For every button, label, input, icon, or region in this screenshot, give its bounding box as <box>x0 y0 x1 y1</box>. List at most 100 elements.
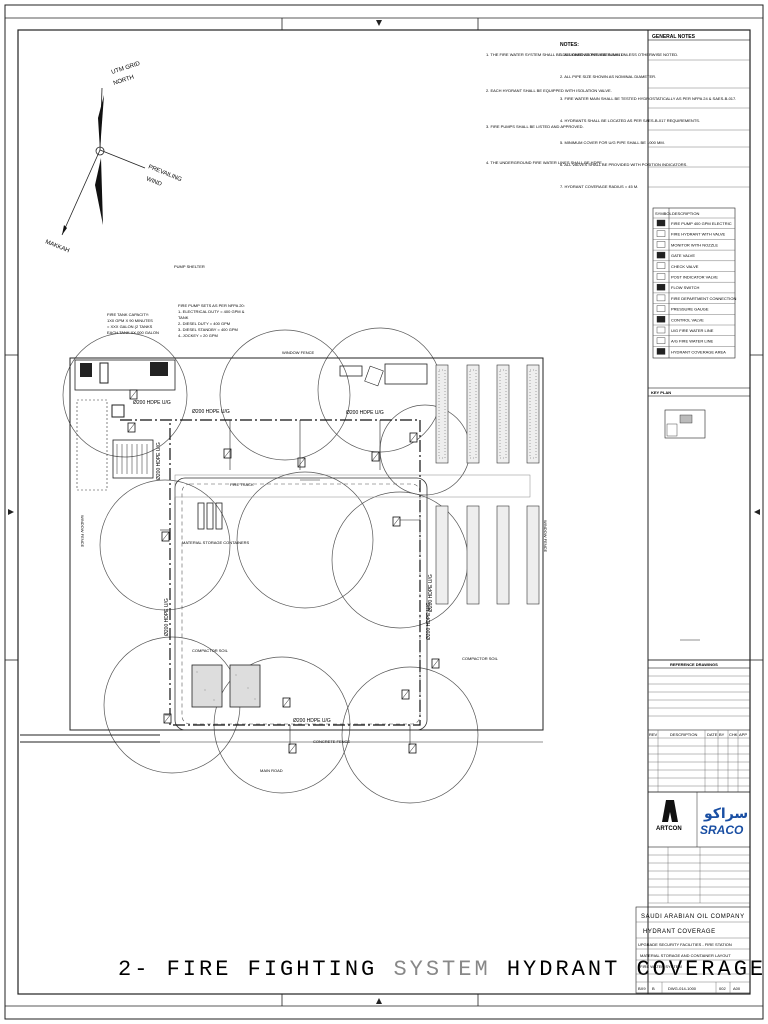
legend-row-label: MONITOR WITH NOZZLE <box>671 242 718 247</box>
fire-pump-note: 3- DIESEL STANDBY = 400 GPM <box>178 327 238 332</box>
fire-pump-note: 4- JOCKEY = 20 GPM <box>178 333 218 338</box>
compactor-pile <box>229 664 261 708</box>
pump-unit <box>150 362 168 376</box>
fire-tank-note: = XXX GALON (2 TANKS <box>107 324 153 329</box>
north-compass: UTM GRID NORTH PREVAILING WIND MAKKAH <box>44 61 183 255</box>
compactor-pile <box>191 664 223 708</box>
hydrant-icon <box>409 432 418 443</box>
legend-row-label: HYDRANT COVERAGE AREA <box>671 349 726 354</box>
legend-symbol <box>656 262 666 269</box>
legend-symbol <box>656 284 666 291</box>
legend-row-label: FIRE DEPARTMENT CONNECTION <box>671 296 736 301</box>
side-note-item: 4. THE UNDERGROUND FIRE WATER LINES SHAL… <box>486 160 603 165</box>
material-storage-label: MATERIAL STORAGE CONTAINERS <box>182 540 250 545</box>
rev-header-chk: CHK <box>729 732 738 737</box>
pipe-label: Ø200 HDPE U/G <box>156 442 162 480</box>
hydrant-icon <box>288 743 297 754</box>
fire-pump-note: FIRE PUMP SETS AS PER NFPA 20: <box>178 303 245 308</box>
compass-wind-label-2: WIND <box>145 176 163 188</box>
coverage-circle <box>219 329 351 461</box>
legend-row-label: PRESSURE GAUGE <box>671 307 709 312</box>
legend-symbol <box>656 241 666 248</box>
note-item: 1. ALL DIMENSIONS ARE IN MM UNLESS OTHER… <box>560 52 678 57</box>
compactor-label: COMPACTOR SOIL <box>192 648 229 653</box>
coverage-circle <box>341 666 479 804</box>
owner-logo: SRACO <box>700 823 744 837</box>
reference-drawings-header: REFERENCE DRAWINGS <box>670 662 718 667</box>
side-note-item: 3. FIRE PUMPS SHALL BE LISTED AND APPROV… <box>486 124 584 129</box>
guard-house <box>339 365 363 377</box>
hydrant-icon <box>401 689 410 700</box>
key-plan-header: KEY PLAN <box>651 390 671 395</box>
legend-header-symbol: SYMBOL <box>655 211 672 216</box>
zone-ticks <box>5 17 763 1007</box>
legend-symbol <box>656 294 666 302</box>
hydrant-icon <box>297 457 306 468</box>
center-mark-bottom <box>376 998 382 1004</box>
fire-track-outer <box>174 477 428 731</box>
legend-row-label: POST INDICATOR VALVE <box>671 275 718 280</box>
contractor-name: ARTCON <box>656 826 682 832</box>
main-road-label: MAIN ROAD <box>260 768 283 773</box>
fire-tank-note: FIRE TANK CAPACITY: <box>107 312 149 317</box>
sheet-title: HYDRANT COVERAGE <box>643 929 716 935</box>
hydrant-icon <box>163 713 172 724</box>
coverage-circle <box>62 332 188 458</box>
sraco-logo: سراكو SRACO <box>700 805 748 837</box>
drawing-title: 2- FIRE FIGHTING SYSTEM HYDRANT COVERAGE <box>118 957 766 982</box>
window-fence-left-label: WINDOW FENCE <box>80 515 85 548</box>
storage-racks-lower <box>435 505 540 605</box>
concrete-fence-label: CONCRETE FENCE <box>313 739 350 744</box>
fire-tank-note: EACH TANK XX,000 GALON <box>107 330 159 335</box>
window-fence-right-label: WINDOW FENCE <box>543 520 548 553</box>
fire-track-label: FIRE TRACK <box>230 482 254 487</box>
pipe-label: Ø200 HDPE U/G <box>133 400 171 406</box>
revision-number: A00 <box>733 986 741 991</box>
legend-symbol <box>656 251 666 259</box>
hydrant-icon <box>371 451 380 462</box>
project-line: MATERIAL STORAGE AND CONTAINER LAYOUT <box>640 953 731 958</box>
legend-symbol <box>656 305 666 312</box>
legend-row-label: CHECK VALVE <box>671 264 699 269</box>
tank-bank <box>112 439 154 479</box>
center-mark-right <box>754 509 760 515</box>
compass-north-label-2: NORTH <box>113 75 135 87</box>
rev-header-description: DESCRIPTION <box>670 732 697 737</box>
note-item: 4. HYDRANTS SHALL BE LOCATED AS PER SAES… <box>560 118 700 123</box>
material-containers <box>197 502 223 530</box>
artcon-logo: ARTCON <box>656 800 682 832</box>
legend-row-label: A/G FIRE WATER LINE <box>671 339 714 344</box>
hydrant-icon <box>129 389 138 400</box>
hydrant-icon <box>161 531 170 542</box>
gate-building <box>384 363 428 385</box>
coverage-circles <box>62 327 479 804</box>
pump-shelter-label: PUMP SHELTER <box>174 264 205 269</box>
fire-water-loop <box>120 419 421 726</box>
hydrant-icon <box>127 422 136 433</box>
sheet-number: 002 <box>719 986 726 991</box>
pipe-label: Ø200 HDPE U/G <box>346 410 384 416</box>
notes-lines-left: 1. THE FIRE WATER SYSTEM SHALL BE DESIGN… <box>486 52 624 165</box>
compass-makkah-label: MAKKAH <box>44 239 70 254</box>
legend-row-label: FIRE PUMP 400 GPM ELECTRIC <box>671 221 732 226</box>
legend-row-label: FLOW SWITCH <box>671 285 700 290</box>
pipe-label: Ø200 HDPE U/G <box>426 602 432 640</box>
legend-symbol <box>656 230 666 237</box>
pipe-label: Ø200 HDPE U/G <box>293 718 331 724</box>
drawing-title-part: 2- FIRE FIGHTING <box>118 957 393 982</box>
project-line: FIRE WATER SYSTEM <box>640 964 682 969</box>
hydrant-icon <box>408 743 417 754</box>
rev-header-app: APP <box>739 732 747 737</box>
center-mark-top <box>376 20 382 26</box>
note-item: 5. MINIMUM COVER FOR U/G PIPE SHALL BE 1… <box>560 140 665 145</box>
legend-row-label: U/G FIRE WATER LINE <box>671 328 714 333</box>
rev-header-by: BY <box>719 732 725 737</box>
legend-symbol <box>656 337 666 344</box>
legend-header-description: DESCRIPTION <box>672 211 699 216</box>
pump-shelter <box>74 359 176 391</box>
pipe-label: Ø200 HDPE U/G <box>428 574 434 612</box>
legend-table <box>652 207 736 359</box>
notes-header: NOTES: <box>560 42 579 48</box>
coverage-circle <box>99 479 231 611</box>
